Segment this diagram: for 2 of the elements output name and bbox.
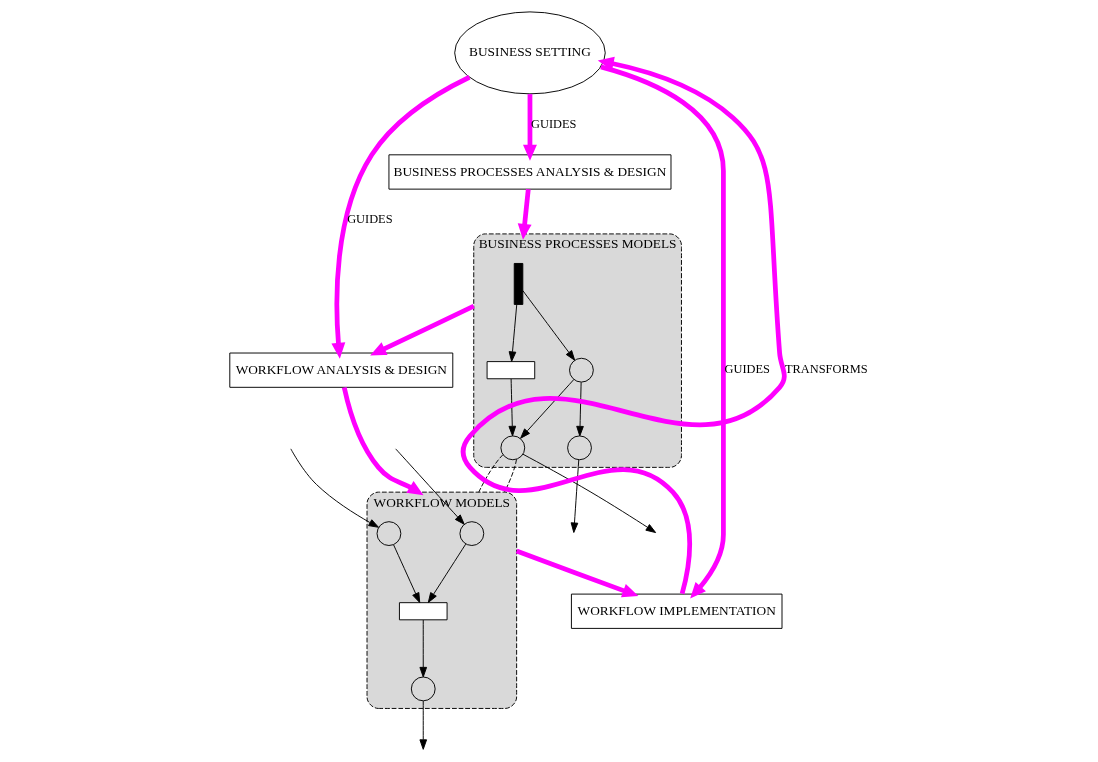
edge-label: GUIDES — [346, 211, 393, 226]
edge-label: TRANSFORMS — [784, 362, 868, 377]
